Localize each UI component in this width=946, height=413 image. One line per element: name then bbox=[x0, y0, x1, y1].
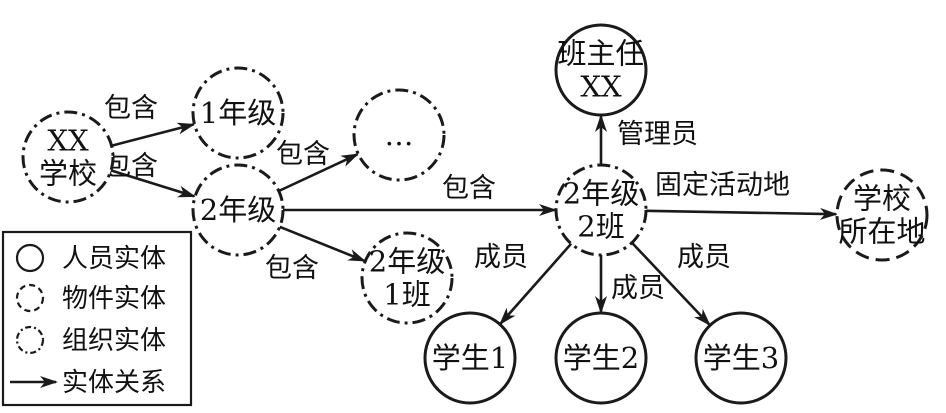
legend-item-object: 物件实体 bbox=[15, 283, 166, 314]
edge-school-grade2: 包含 bbox=[104, 151, 197, 198]
edge-class2-location: 固定活动地 bbox=[645, 170, 838, 220]
node-label: 学生1 bbox=[432, 341, 508, 375]
edge-arrow bbox=[111, 122, 196, 147]
edge-grade2-ellipsis: 包含 bbox=[276, 139, 360, 193]
node-grade2: 2年级 bbox=[191, 163, 285, 257]
node-circle bbox=[360, 231, 454, 325]
node-circle bbox=[835, 168, 929, 262]
edge-school-grade1: 包含 bbox=[104, 93, 196, 147]
node-label: 2班 bbox=[577, 210, 624, 244]
legend-circle-symbol bbox=[15, 283, 45, 313]
edge-label: 成员 bbox=[611, 273, 665, 304]
node-student3: 学生3 bbox=[694, 311, 788, 405]
node-circle bbox=[352, 88, 446, 182]
legend-item-relation: 实体关系 bbox=[10, 368, 166, 398]
node-circle bbox=[191, 163, 285, 257]
node-student2: 学生2 bbox=[554, 311, 648, 405]
edge-arrow bbox=[278, 153, 360, 193]
node-label: 学校 bbox=[39, 157, 97, 191]
node-circle bbox=[423, 311, 517, 405]
edge-label: 包含 bbox=[442, 173, 496, 204]
edge-label: 成员 bbox=[474, 242, 528, 273]
legend-item-person: 人员实体 bbox=[15, 243, 166, 274]
edge-label: 包含 bbox=[265, 253, 319, 284]
edge-arrow bbox=[110, 169, 197, 198]
node-circle bbox=[21, 110, 115, 204]
node-label: XX bbox=[47, 124, 89, 158]
node-grade1: 1年级 bbox=[191, 66, 285, 160]
node-label: 1年级 bbox=[200, 96, 276, 130]
node-label: 学校 bbox=[853, 182, 911, 216]
edge-label: 包含 bbox=[276, 139, 330, 170]
legend-label: 实体关系 bbox=[62, 368, 166, 398]
node-label: 所在地 bbox=[838, 215, 925, 249]
edge-grade2-class2: 包含 bbox=[283, 173, 557, 216]
edge-class2-headteacher: 管理员 bbox=[595, 114, 698, 165]
edge-arrow bbox=[499, 242, 573, 326]
node-circle bbox=[554, 23, 648, 117]
legend-item-organization: 组织实体 bbox=[15, 325, 166, 356]
legend-circle-symbol bbox=[15, 243, 45, 273]
node-student1: 学生1 bbox=[423, 311, 517, 405]
node-label: 2年级 bbox=[563, 177, 639, 211]
edge-label: 包含 bbox=[104, 93, 158, 124]
edge-class2-student2: 成员 bbox=[595, 255, 665, 314]
legend-label: 人员实体 bbox=[62, 244, 166, 274]
edge-grade2-class1: 包含 bbox=[265, 225, 367, 284]
node-circle bbox=[191, 66, 285, 160]
node-label: 2年级 bbox=[200, 193, 276, 227]
node-label: 1班 bbox=[383, 278, 430, 312]
node-circle bbox=[694, 311, 788, 405]
node-circle bbox=[554, 163, 648, 257]
edges-layer: 包含包含包含包含包含管理员固定活动地成员成员成员 bbox=[104, 93, 838, 327]
node-label: … bbox=[385, 118, 414, 152]
edge-label: 固定活动地 bbox=[655, 170, 790, 201]
node-label: XX bbox=[580, 70, 622, 104]
legend-circle-symbol bbox=[15, 325, 45, 355]
edge-arrow bbox=[279, 225, 367, 263]
edge-class2-student1: 成员 bbox=[474, 242, 573, 326]
node-ellipsis: … bbox=[352, 88, 446, 182]
node-label: 学生2 bbox=[563, 341, 639, 375]
legend-label: 物件实体 bbox=[62, 284, 166, 314]
node-circle bbox=[554, 311, 648, 405]
edge-label: 成员 bbox=[677, 242, 731, 273]
node-label: 学生3 bbox=[703, 341, 779, 375]
node-label: 班主任 bbox=[557, 37, 644, 71]
edge-label: 管理员 bbox=[617, 119, 698, 150]
edge-class2-student3: 成员 bbox=[630, 241, 731, 327]
edge-arrow bbox=[630, 241, 711, 327]
edge-arrow bbox=[645, 207, 838, 220]
node-label: 2年级 bbox=[369, 245, 445, 279]
legend-label: 组织实体 bbox=[62, 326, 166, 356]
